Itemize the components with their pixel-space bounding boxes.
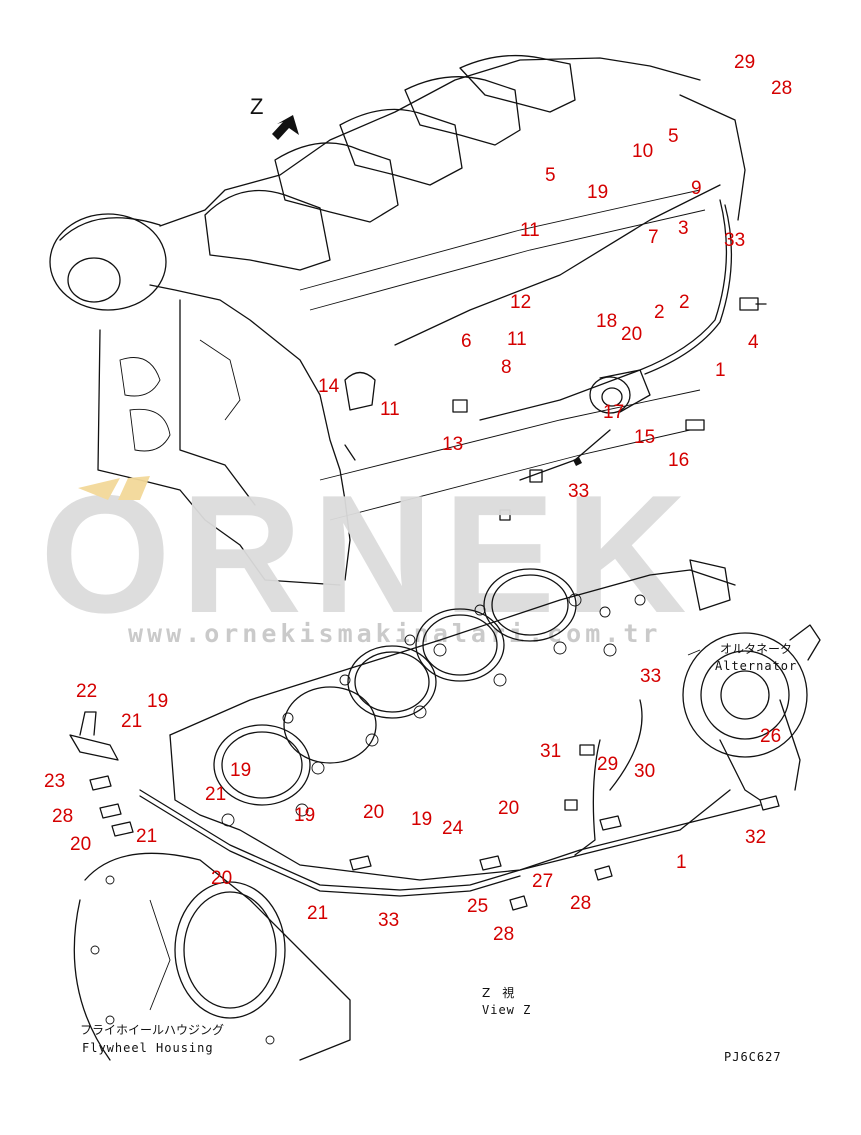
- callout-number: 6: [461, 331, 472, 352]
- view-z-drawing: [69, 559, 821, 1061]
- alternator-label-jp: オルタネータ: [720, 642, 792, 656]
- callout-number: 11: [507, 329, 527, 350]
- callout-number: 13: [442, 434, 463, 455]
- callout-number: 33: [568, 481, 589, 502]
- callout-number: 1: [676, 852, 687, 873]
- watermark: ORNEK www.ornekismakinalari.com.tr: [40, 460, 697, 648]
- callout-number: 31: [540, 741, 561, 762]
- callout-number: 14: [318, 376, 340, 397]
- callout-number: 11: [520, 220, 540, 241]
- watermark-brand: ORNEK: [40, 460, 697, 648]
- callouts-top: 29 28 5 10 9 19 5 7 3 33 11 2 2 12 4 18 …: [318, 52, 792, 502]
- callout-number: 20: [70, 834, 91, 855]
- view-z-caption-en: View Z: [482, 1003, 531, 1017]
- callout-number: 20: [211, 868, 232, 889]
- callout-number: 7: [648, 227, 659, 248]
- callout-number: 26: [760, 726, 781, 747]
- view-z-letter: Z: [250, 94, 263, 119]
- callout-number: 3: [678, 218, 689, 239]
- callout-number: 19: [587, 182, 608, 203]
- callout-number: 19: [147, 691, 168, 712]
- callout-number: 19: [294, 805, 315, 826]
- callout-number: 23: [44, 771, 65, 792]
- callout-number: 21: [205, 784, 226, 805]
- callout-number: 28: [493, 924, 514, 945]
- callout-number: 30: [634, 761, 655, 782]
- view-z-caption-jp: Z 視: [482, 985, 514, 1000]
- annotation-labels: オルタネータ Alternator フライホイールハウジング Flywheel …: [80, 642, 797, 1064]
- callout-number: 20: [363, 802, 384, 823]
- callout-number: 9: [691, 178, 702, 199]
- callout-number: 19: [230, 760, 251, 781]
- callout-number: 27: [532, 871, 553, 892]
- callout-number: 28: [771, 78, 792, 99]
- callout-number: 20: [498, 798, 519, 819]
- callout-number: 25: [467, 896, 488, 917]
- watermark-url: www.ornekismakinalari.com.tr: [128, 619, 661, 648]
- callout-number: 2: [654, 302, 665, 323]
- callout-number: 2: [679, 292, 690, 313]
- callout-number: 1: [715, 360, 726, 381]
- callout-number: 21: [136, 826, 157, 847]
- callout-number: 10: [632, 141, 653, 162]
- view-z-marker: Z: [250, 94, 299, 140]
- callouts-bottom: 22 19 21 23 19 21 28 19 21 20 20 20 33 2…: [44, 666, 781, 945]
- callout-number: 33: [724, 230, 745, 251]
- callout-number: 11: [380, 399, 400, 420]
- callout-number: 15: [634, 427, 655, 448]
- callout-number: 5: [545, 165, 556, 186]
- callout-number: 5: [668, 126, 679, 147]
- callout-number: 8: [501, 357, 512, 378]
- drawing-code: PJ6C627: [724, 1050, 782, 1064]
- flywheel-housing-label-jp: フライホイールハウジング: [80, 1023, 224, 1037]
- callout-number: 33: [378, 910, 399, 931]
- callout-number: 28: [52, 806, 73, 827]
- callout-number: 22: [76, 681, 97, 702]
- engine-block-drawing: [49, 54, 767, 586]
- alternator-label-en: Alternator: [715, 659, 797, 673]
- callout-number: 18: [596, 311, 617, 332]
- callout-number: 24: [442, 818, 464, 839]
- flywheel-housing-label-en: Flywheel Housing: [82, 1041, 214, 1055]
- callout-number: 21: [121, 711, 142, 732]
- view-direction-arrow-icon: [272, 115, 299, 140]
- callout-number: 21: [307, 903, 328, 924]
- callout-number: 16: [668, 450, 689, 471]
- callout-number: 29: [734, 52, 755, 73]
- callout-number: 28: [570, 893, 591, 914]
- callout-number: 20: [621, 324, 642, 345]
- callout-number: 12: [510, 292, 531, 313]
- head-bolt-holes: [221, 593, 646, 827]
- callout-number: 17: [603, 402, 624, 423]
- callout-number: 4: [748, 332, 759, 353]
- callout-number: 33: [640, 666, 661, 687]
- watermark-accent: [78, 476, 150, 500]
- callout-number: 29: [597, 754, 618, 775]
- callout-number: 19: [411, 809, 432, 830]
- callout-number: 32: [745, 827, 766, 848]
